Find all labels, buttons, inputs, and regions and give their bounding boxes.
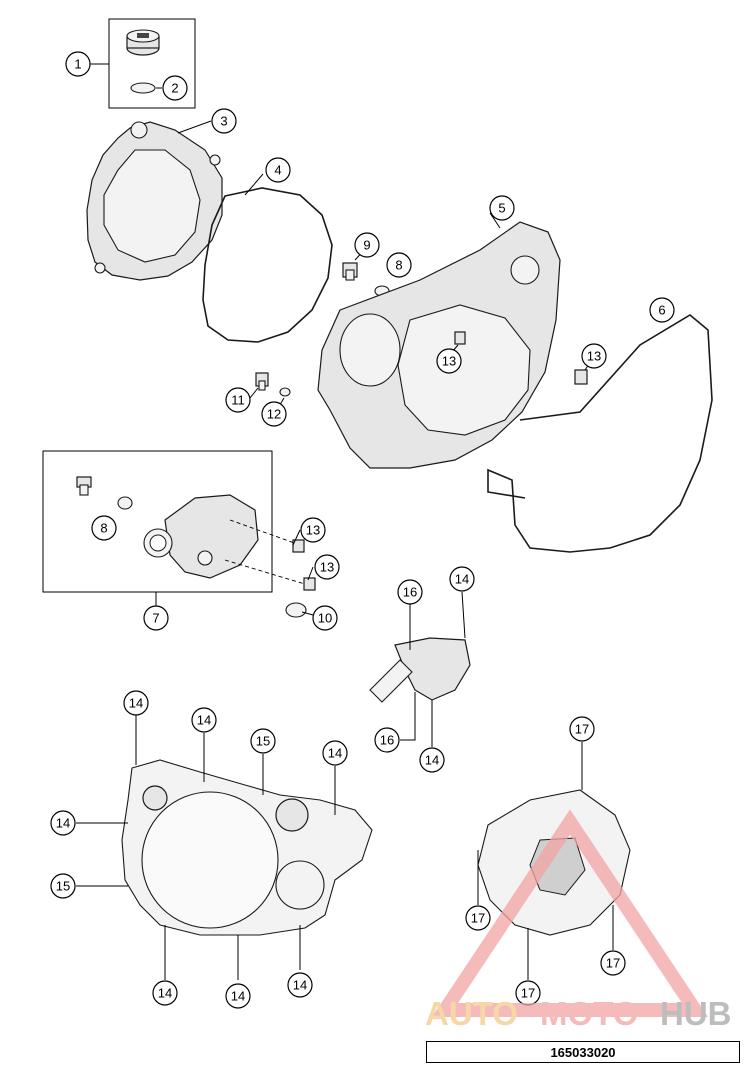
callout-1: 1 <box>65 51 91 77</box>
callout-6: 6 <box>649 297 675 323</box>
svg-text:15: 15 <box>56 879 70 894</box>
callout-15: 15 <box>50 873 76 899</box>
clutch-cover-gasket <box>202 187 333 343</box>
dowel-sleeve <box>303 577 316 591</box>
inner-cover-gasket <box>487 314 713 553</box>
svg-text:3: 3 <box>220 114 227 129</box>
svg-text:9: 9 <box>363 238 370 253</box>
svg-text:2: 2 <box>171 81 178 96</box>
dowel-sleeve <box>292 539 305 553</box>
callout-5: 5 <box>489 195 515 221</box>
callout-13: 13 <box>436 348 462 374</box>
reference-number: 165033020 <box>550 1044 616 1060</box>
callout-9: 9 <box>354 232 380 258</box>
svg-text:17: 17 <box>575 722 589 737</box>
callout-16: 16 <box>397 579 423 605</box>
watermark-logo: AUTO MOTO HUB <box>425 809 732 1032</box>
clutch-cover-assembled <box>121 759 373 936</box>
callout-17: 17 <box>569 716 595 742</box>
callout-14: 14 <box>287 972 313 998</box>
callout-10: 10 <box>312 605 338 631</box>
svg-text:17: 17 <box>521 986 535 1001</box>
water-pump-housing <box>369 637 471 703</box>
svg-text:8: 8 <box>395 258 402 273</box>
svg-text:13: 13 <box>587 349 601 364</box>
dowel-sleeve <box>574 369 588 385</box>
callout-12: 12 <box>261 401 287 427</box>
callout-14: 14 <box>419 747 445 773</box>
inner-clutch-cover <box>317 221 561 469</box>
callout-13: 13 <box>300 517 326 543</box>
callout-4: 4 <box>265 157 291 183</box>
svg-text:16: 16 <box>380 733 394 748</box>
svg-text:13: 13 <box>442 354 456 369</box>
water-pump-group-frame <box>42 450 273 593</box>
ignition-cover <box>477 789 631 936</box>
outer-clutch-cover <box>86 121 223 281</box>
callout-17: 17 <box>465 905 491 931</box>
svg-text:MOTO: MOTO <box>540 995 638 1032</box>
svg-text:14: 14 <box>328 746 342 761</box>
callout-15: 15 <box>250 728 276 754</box>
svg-text:1: 1 <box>74 57 81 72</box>
reference-number-box: 165033020 <box>426 1041 740 1063</box>
svg-text:14: 14 <box>293 978 307 993</box>
svg-text:14: 14 <box>56 816 70 831</box>
o-ring-pump <box>285 602 307 618</box>
svg-text:14: 14 <box>425 753 439 768</box>
callout-13: 13 <box>581 343 607 369</box>
svg-text:7: 7 <box>152 611 159 626</box>
callout-11: 11 <box>225 387 251 413</box>
svg-text:15: 15 <box>256 734 270 749</box>
callout-3: 3 <box>211 108 237 134</box>
callout-17: 17 <box>515 980 541 1006</box>
callout-16: 16 <box>374 727 400 753</box>
oil-filler-plug <box>126 29 160 56</box>
screw-plug-small <box>76 476 92 496</box>
svg-text:13: 13 <box>306 523 320 538</box>
svg-text:4: 4 <box>274 163 281 178</box>
callout-8: 8 <box>91 515 117 541</box>
svg-text:8: 8 <box>100 521 107 536</box>
callout-14: 14 <box>152 980 178 1006</box>
svg-text:14: 14 <box>197 713 211 728</box>
svg-text:14: 14 <box>158 986 172 1001</box>
svg-text:5: 5 <box>498 201 505 216</box>
callout-14: 14 <box>191 707 217 733</box>
svg-text:13: 13 <box>320 560 334 575</box>
svg-text:17: 17 <box>606 956 620 971</box>
callout-14: 14 <box>322 740 348 766</box>
svg-text:10: 10 <box>318 611 332 626</box>
sealing-washer <box>279 387 291 397</box>
svg-text:14: 14 <box>231 989 245 1004</box>
callout-14: 14 <box>50 810 76 836</box>
callout-17: 17 <box>600 950 626 976</box>
callout-14: 14 <box>123 690 149 716</box>
svg-text:12: 12 <box>267 407 281 422</box>
svg-text:11: 11 <box>231 393 245 408</box>
svg-text:14: 14 <box>455 572 469 587</box>
dowel-sleeve <box>454 331 466 345</box>
callout-14: 14 <box>225 983 251 1009</box>
callout-7: 7 <box>143 605 169 631</box>
screw-plug <box>342 262 358 281</box>
callout-2: 2 <box>162 75 188 101</box>
callout-8: 8 <box>386 252 412 278</box>
svg-text:6: 6 <box>658 303 665 318</box>
drain-plug <box>255 372 269 391</box>
water-pump-cover <box>143 494 259 579</box>
seal-ring-small <box>117 496 133 510</box>
callout-13: 13 <box>314 554 340 580</box>
svg-text:14: 14 <box>129 696 143 711</box>
svg-text:17: 17 <box>471 911 485 926</box>
svg-text:HUB: HUB <box>660 995 732 1032</box>
svg-text:16: 16 <box>403 585 417 600</box>
svg-text:AUTO: AUTO <box>425 995 518 1032</box>
o-ring <box>130 82 156 94</box>
callout-14: 14 <box>449 566 475 592</box>
